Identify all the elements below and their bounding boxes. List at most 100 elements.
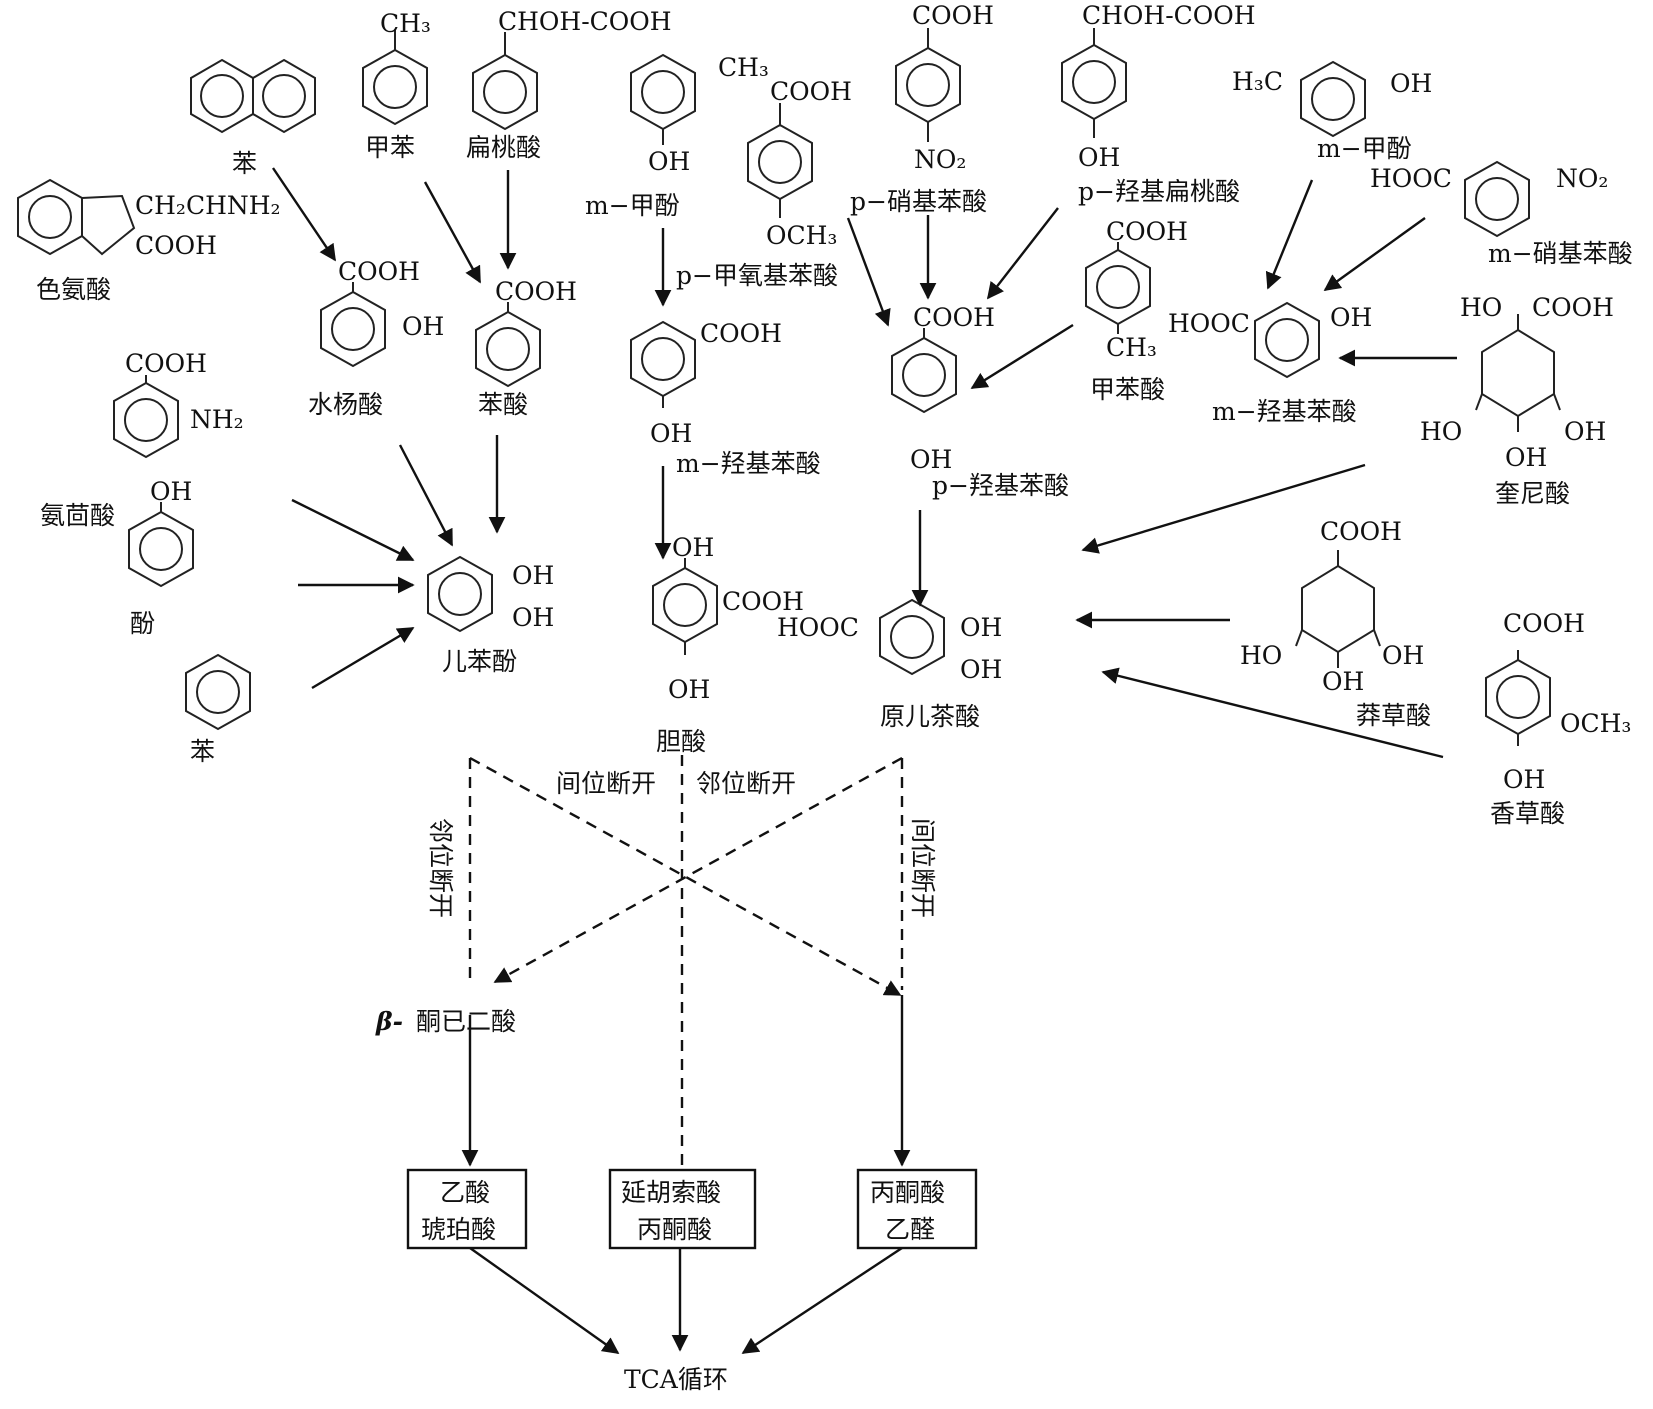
- salicylic-cooh: COOH: [338, 257, 420, 286]
- m-hydroxy-mid-oh: OH: [650, 419, 692, 448]
- protocatechuic-oh-top: OH: [960, 613, 1002, 642]
- m-nitrobenzoic-label: m−硝基苯酸: [1488, 239, 1633, 268]
- anthranilic-acid-structure: [113, 375, 179, 459]
- shikimic-acid-label: 莽草酸: [1356, 701, 1431, 730]
- mandelic-chohcooh: CHOH-COOH: [498, 7, 672, 36]
- m-cresol-top-label: m−甲酚: [585, 191, 680, 220]
- ketoadipate-label: 酮已二酸: [416, 1007, 516, 1036]
- m-hydroxybenzoic-right-structure: [1254, 301, 1320, 379]
- p-methoxy-cooh: COOH: [770, 77, 852, 106]
- p-hydroxymandelic-label: p−羟基扁桃酸: [1078, 177, 1240, 206]
- protocatechuic-acid-structure: [879, 598, 945, 676]
- benzoic-cooh: COOH: [495, 277, 577, 306]
- p-nitrobenzoic-label: p−硝基苯酸: [850, 187, 987, 216]
- p-hydroxymandelic-chohcooh: CHOH-COOH: [1082, 1, 1256, 30]
- product-texts: 乙酸 琥珀酸 延胡索酸 丙酮酸 丙酮酸 乙醛 TCA循环: [421, 1178, 945, 1394]
- salicylic-oh: OH: [402, 312, 444, 341]
- shikimic-oh-bottom: OH: [1322, 667, 1364, 696]
- toluic-acid-label: 甲苯酸: [1090, 375, 1165, 404]
- m-cresol-right-label: m−甲酚: [1317, 134, 1412, 163]
- gentisic-acid-label: 胆酸: [656, 727, 706, 756]
- anthranilic-cooh: COOH: [125, 349, 207, 378]
- solid-arrows: [272, 167, 1457, 1355]
- right-product-line1: 丙酮酸: [870, 1178, 945, 1207]
- left-product-line1: 乙酸: [440, 1178, 490, 1207]
- m-hydroxy-right-hooc: HOOC: [1168, 309, 1250, 338]
- vanillic-cooh: COOH: [1503, 609, 1585, 638]
- toluene-structure: [362, 30, 428, 126]
- quinic-ho-left: HO: [1420, 417, 1462, 446]
- quinic-oh-right: OH: [1564, 417, 1606, 446]
- anthranilic-acid-label: 氨茴酸: [40, 501, 115, 530]
- tryptophan-ch2chnh2: CH₂CHNH₂: [135, 191, 281, 220]
- salicylic-acid-label: 水杨酸: [308, 390, 383, 419]
- benzene-structure: [185, 653, 251, 731]
- benzene-rings: [17, 28, 1561, 746]
- shikimic-ho: HO: [1240, 641, 1282, 670]
- cleavage-dashed-lines: [468, 755, 904, 1165]
- compound-labels: 苯 甲苯 扁桃酸 m−甲酚 p−甲氧基苯酸 p−硝基苯酸 p−羟基扁桃酸 m−甲…: [36, 133, 1633, 1036]
- vanillic-och3: OCH₃: [1560, 709, 1631, 738]
- m-nitrobenzoic-structure: [1464, 160, 1530, 238]
- quinic-ho: HO: [1460, 293, 1502, 322]
- m-hydroxybenzoic-right-label: m−羟基苯酸: [1212, 397, 1357, 426]
- salicylic-acid-structure: [320, 282, 386, 368]
- gentisic-oh-top: OH: [672, 533, 714, 562]
- p-nitro-no2: NO₂: [914, 145, 966, 174]
- m-hydroxybenzoic-mid-structure: [630, 320, 696, 408]
- protocatechuic-acid-label: 原儿茶酸: [880, 702, 980, 731]
- m-cresol-top-oh: OH: [648, 147, 690, 176]
- vanillic-acid-structure: [1485, 650, 1551, 746]
- right-product-line2: 乙醛: [885, 1215, 935, 1244]
- phenol-oh: OH: [150, 477, 192, 506]
- hub-oh: OH: [910, 445, 952, 474]
- m-nitro-no2: NO₂: [1556, 164, 1608, 193]
- shikimic-cooh: COOH: [1320, 517, 1402, 546]
- m-nitro-hooc: HOOC: [1370, 164, 1452, 193]
- meta-cleavage-label-right: 间位断开: [908, 818, 937, 918]
- p-hydroxymandelic-oh: OH: [1078, 143, 1120, 172]
- hub-benzoic-structure: [891, 328, 957, 414]
- toluene-ch3: CH₃: [380, 9, 431, 38]
- vanillic-oh: OH: [1503, 765, 1545, 794]
- left-product-line2: 琥珀酸: [421, 1215, 496, 1244]
- m-cresol-top-structure: [630, 53, 696, 145]
- shikimic-acid-structure: [1295, 550, 1381, 668]
- benzene-label: 苯: [190, 737, 215, 766]
- benzoic-acid-label: 苯酸: [478, 390, 528, 419]
- catechol-label: 儿苯酚: [442, 647, 517, 676]
- ketoadipate-prefix: β-: [375, 1007, 403, 1036]
- catechol-structure: [427, 555, 493, 633]
- protocatechuic-hooc: HOOC: [777, 613, 859, 642]
- phenol-structure: [128, 502, 194, 588]
- shikimic-oh-right: OH: [1382, 641, 1424, 670]
- protocatechuic-oh-bottom: OH: [960, 655, 1002, 684]
- toluic-acid-structure: [1085, 242, 1151, 334]
- m-hydroxy-right-oh: OH: [1330, 303, 1372, 332]
- toluene-label: 甲苯: [365, 133, 415, 162]
- ortho-cleavage-label-left: 邻位断开: [426, 818, 455, 918]
- mandelic-acid-label: 扁桃酸: [466, 133, 541, 162]
- gentisic-cooh: COOH: [722, 587, 804, 616]
- m-hydroxybenzoic-mid-label: m−羟基苯酸: [676, 449, 821, 478]
- p-methoxybenzoic-label: p−甲氧基苯酸: [676, 261, 838, 290]
- tryptophan-cooh: COOH: [135, 231, 217, 260]
- tryptophan-structure: [17, 178, 136, 256]
- p-nitro-cooh: COOH: [912, 1, 994, 30]
- functional-group-labels: CH₃ CHOH-COOH OH CH₃ COOH OCH₃ COOH NO₂ …: [125, 1, 1631, 794]
- mandelic-acid-structure: [472, 32, 538, 131]
- meta-cleavage-label-top: 间位断开: [556, 769, 656, 798]
- middle-product-line2: 丙酮酸: [637, 1215, 712, 1244]
- middle-product-box: [608, 1168, 757, 1250]
- m-cresol-right-h3c: H₃C: [1232, 67, 1283, 96]
- gentisic-oh-bottom: OH: [668, 675, 710, 704]
- naphthalene-label: 苯: [232, 149, 257, 178]
- ortho-cleavage-label-top: 邻位断开: [696, 769, 796, 798]
- tryptophan-label: 色氨酸: [36, 275, 111, 304]
- hub-cooh: COOH: [913, 303, 995, 332]
- left-product-box: [406, 1168, 528, 1250]
- middle-product-line1: 延胡索酸: [621, 1178, 721, 1207]
- toluic-ch3: CH₃: [1106, 333, 1157, 362]
- benzoic-acid-structure: [475, 302, 541, 388]
